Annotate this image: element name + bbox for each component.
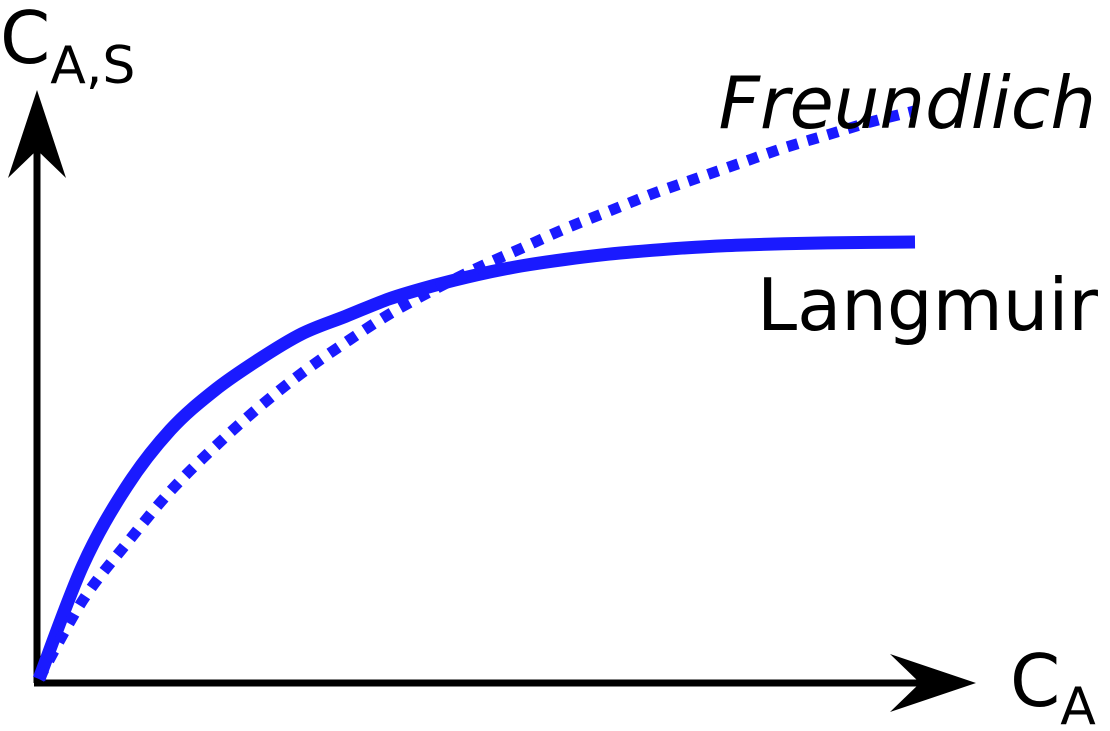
series-label-langmuir: Langmuir bbox=[757, 263, 1098, 347]
series-line-freundlich bbox=[34, 105, 917, 682]
x-axis-label: CA bbox=[1010, 639, 1096, 731]
y-axis-label: CA,S bbox=[0, 0, 135, 96]
x-axis-arrowhead bbox=[890, 654, 976, 712]
y-axis-arrowhead bbox=[8, 90, 66, 178]
series-label-freundlich: Freundlich bbox=[718, 61, 1096, 145]
